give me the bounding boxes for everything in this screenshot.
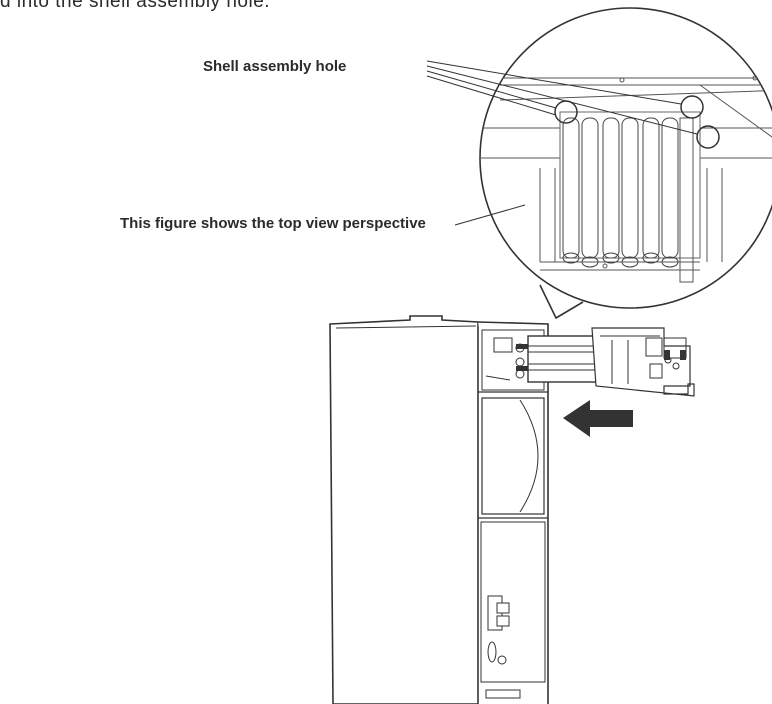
leader-lines <box>426 60 698 226</box>
instruction-text-fragment: d into the shell assembly hole. <box>0 0 271 12</box>
magnifier-callout <box>479 7 772 319</box>
pipe-module <box>516 327 695 397</box>
top-view-perspective-label: This figure shows the top view perspecti… <box>120 215 426 232</box>
shell-hole-marker-2 <box>680 95 704 119</box>
insert-direction-arrow <box>563 400 633 437</box>
pipe-tubes <box>562 117 679 268</box>
control-box <box>485 595 521 699</box>
magnifier-tail <box>539 284 584 319</box>
indoor-unit <box>329 315 549 704</box>
shell-assembly-hole-label: Shell assembly hole <box>203 58 347 75</box>
shell-hole-marker-3 <box>696 125 720 149</box>
